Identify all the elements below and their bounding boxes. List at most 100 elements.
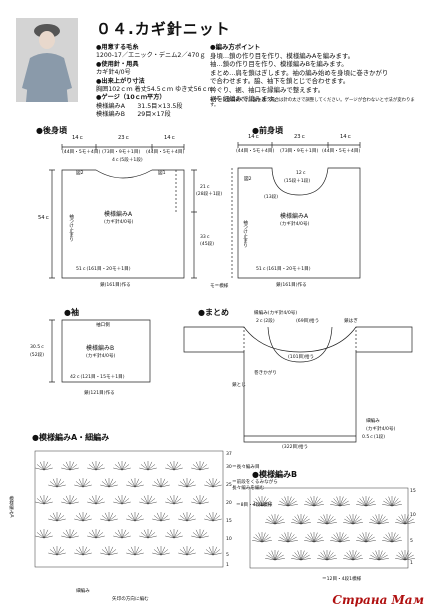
stitch-mark: [186, 549, 195, 556]
stitch-mark: [43, 529, 49, 539]
stitch-mark: [313, 504, 324, 507]
stitch-mark: [278, 504, 289, 507]
stitch-mark: [369, 558, 380, 561]
stitch-mark: [292, 554, 302, 561]
stitch-mark: [336, 532, 341, 543]
stitch-mark: [182, 546, 188, 556]
stitch-mark: [178, 552, 188, 556]
stitch-mark: [169, 529, 175, 539]
stitch-mark: [143, 461, 149, 471]
materials-heading: ●用意する毛糸: [96, 44, 139, 51]
stitch-mark: [339, 534, 347, 543]
stitch-mark: [169, 495, 175, 505]
stitch-mark: [113, 501, 123, 505]
stitch-mark: [375, 514, 380, 525]
stitch-mark: [166, 498, 175, 505]
stitch-mark: [391, 532, 396, 543]
stitch-mark: [104, 512, 110, 522]
front-title: ●前身頃: [252, 126, 283, 135]
front-top-left-sts: (44目・5モ＋4目): [236, 149, 275, 154]
stitch-mark: [365, 500, 375, 507]
stitch-mark: [39, 495, 45, 505]
stitch-mark: [261, 536, 271, 543]
stitch-mark: [186, 484, 196, 488]
stitch-mark: [100, 552, 110, 556]
stitch-mark: [95, 529, 101, 539]
stitch-mark: [35, 535, 45, 539]
stitch-mark: [339, 500, 349, 507]
stitch-mark: [69, 501, 79, 505]
stitch-mark: [121, 464, 130, 471]
stitch-mark: [61, 535, 71, 539]
stitch-mark: [91, 461, 97, 471]
stitch-mark: [126, 518, 136, 522]
stitch-mark: [212, 481, 221, 488]
stitch-mark: [388, 496, 393, 507]
stitch-mark: [43, 498, 52, 505]
stitch-mark: [336, 496, 341, 507]
stitch-mark: [391, 536, 401, 543]
stitch-mark: [166, 464, 175, 471]
stitch-mark: [134, 512, 140, 522]
stitch-mark: [147, 532, 156, 539]
chart-b-row-num: 5: [410, 539, 413, 544]
stitch-mark: [294, 516, 302, 525]
stitch-mark: [160, 484, 170, 488]
stitch-mark: [385, 534, 393, 543]
stitch-mark: [331, 536, 341, 543]
chart-a-legend-2: ＝前段をくるみながら長々編みを編む: [232, 480, 278, 491]
stitch-mark: [317, 558, 328, 561]
assembly-hem-hook: (カギ針4/0号): [366, 427, 396, 432]
stitch-mark: [300, 552, 308, 561]
stitch-mark: [271, 514, 276, 525]
stitch-mark: [199, 467, 209, 471]
stitch-mark: [356, 504, 367, 507]
stitch-mark: [284, 532, 289, 543]
stitch-mark: [370, 518, 380, 525]
stitch-mark: [252, 504, 263, 507]
stitch-mark: [121, 535, 131, 539]
stitch-mark: [199, 495, 205, 505]
chart-a-row-num: 30: [226, 465, 232, 470]
stitch-mark: [43, 464, 52, 471]
sleeve-height-rows: (52段): [30, 353, 45, 358]
stitch-mark: [182, 478, 188, 488]
stitch-mark: [56, 549, 65, 556]
stitch-mark: [281, 498, 289, 507]
stitch-mark: [212, 478, 218, 488]
stitch-mark: [274, 516, 282, 525]
stitch-mark: [258, 532, 263, 543]
stitch-mark: [48, 518, 58, 522]
chart-a-legend-3: ＝8目・4段1模様: [236, 503, 273, 508]
stitch-mark: [357, 500, 367, 507]
assembly-hem-h: 0.5ｃ(1段): [362, 435, 386, 440]
stitch-mark: [300, 558, 311, 561]
chart-b-row-num: 15: [410, 489, 416, 494]
stitch-mark: [261, 498, 269, 507]
stitch-mark: [101, 515, 110, 522]
stitch-mark: [284, 496, 289, 507]
stitch-mark: [404, 522, 415, 525]
front-neck-rows: (15段＋1段): [284, 179, 311, 184]
stitch-mark: [274, 514, 279, 525]
stitch-mark: [212, 549, 221, 556]
stitch-mark: [396, 518, 406, 525]
stitch-mark: [365, 498, 373, 507]
stitch-mark: [195, 529, 201, 539]
stitch-mark: [307, 498, 315, 507]
chart-a-row-num: 5: [226, 553, 229, 558]
stitch-mark: [186, 552, 196, 556]
stitch-mark: [304, 540, 315, 543]
stitch-mark: [346, 552, 354, 561]
stitch-mark: [114, 498, 123, 505]
stitch-mark: [362, 532, 367, 543]
stitch-mark: [339, 536, 349, 543]
points-heading: ●編み方ポイント: [210, 43, 261, 51]
back-top-mid-sts: (73目・9モ＋1目): [102, 150, 141, 155]
stitch-mark: [95, 498, 104, 505]
stitch-mark: [291, 522, 302, 525]
gauge-heading: ●ゲージ（10ｃｍ平方）: [96, 94, 166, 102]
chart-b-grid: [249, 487, 409, 569]
stitch-mark: [153, 481, 162, 488]
